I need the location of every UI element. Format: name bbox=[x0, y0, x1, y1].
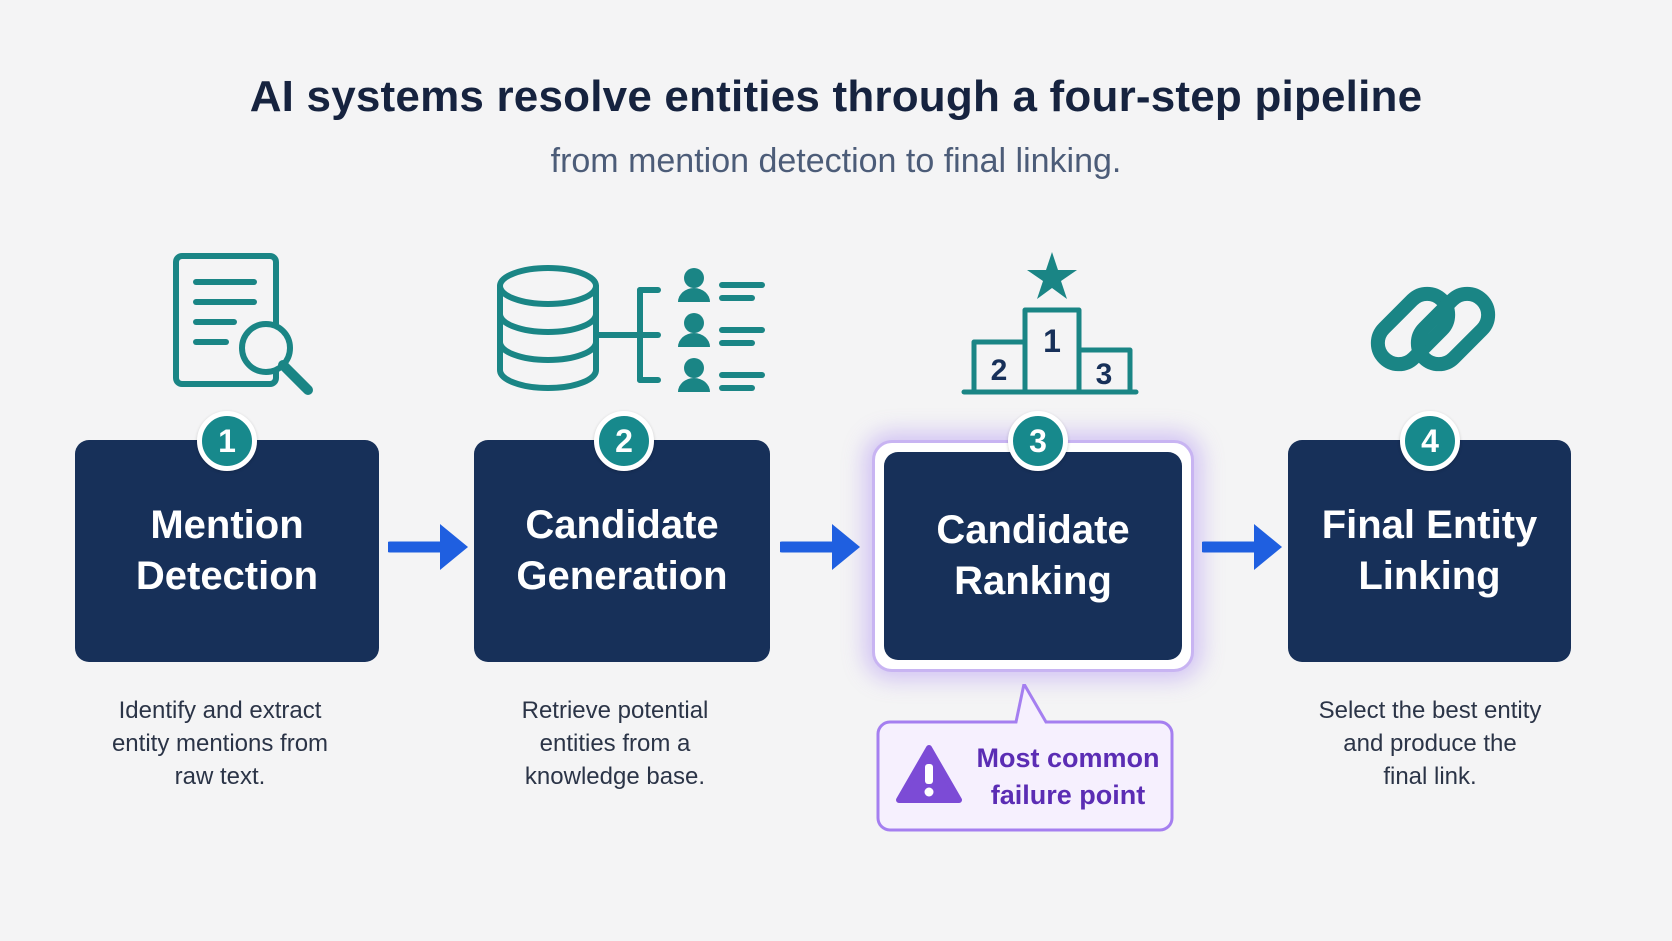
podium-star-icon: 2 1 3 bbox=[961, 252, 1139, 395]
podium-third-label: 3 bbox=[1096, 358, 1113, 391]
step-label: Candidate Generation bbox=[516, 502, 728, 598]
step-number-badge: 4 bbox=[1400, 411, 1460, 471]
step-label: Candidate Ranking bbox=[936, 507, 1130, 603]
callout-text: Most common failure point bbox=[976, 743, 1160, 811]
step-box-mention-detection[interactable]: Mention Detection bbox=[75, 440, 379, 662]
podium-first-label: 1 bbox=[1043, 323, 1061, 359]
warning-icon bbox=[896, 745, 962, 803]
step-number-badge: 2 bbox=[594, 411, 654, 471]
document-search-icon bbox=[173, 253, 313, 395]
page-subtitle: from mention detection to final linking. bbox=[550, 142, 1122, 180]
chain-link-icon bbox=[1370, 286, 1496, 372]
step-description: Identify and extract entity mentions fro… bbox=[111, 697, 329, 791]
step-number-badge: 3 bbox=[1008, 411, 1068, 471]
step-label: Mention Detection bbox=[135, 502, 319, 598]
step-description: Select the best entity and produce the f… bbox=[1318, 697, 1542, 791]
step-description: Retrieve potential entities from a knowl… bbox=[521, 697, 709, 791]
step-number-badge: 1 bbox=[197, 411, 257, 471]
arrow-right-icon bbox=[780, 524, 860, 570]
database-candidates-icon bbox=[497, 265, 765, 392]
step-box-final-entity-linking[interactable]: Final Entity Linking bbox=[1288, 440, 1571, 662]
step-box-candidate-generation[interactable]: Candidate Generation bbox=[474, 440, 770, 662]
podium-second-label: 2 bbox=[991, 354, 1008, 387]
arrow-right-icon bbox=[1202, 524, 1282, 570]
page-title: AI systems resolve entities through a fo… bbox=[249, 72, 1423, 121]
arrow-right-icon bbox=[388, 524, 468, 570]
step-box-candidate-ranking[interactable]: Candidate Ranking bbox=[884, 452, 1182, 660]
step-label: Final Entity Linking bbox=[1321, 502, 1538, 598]
